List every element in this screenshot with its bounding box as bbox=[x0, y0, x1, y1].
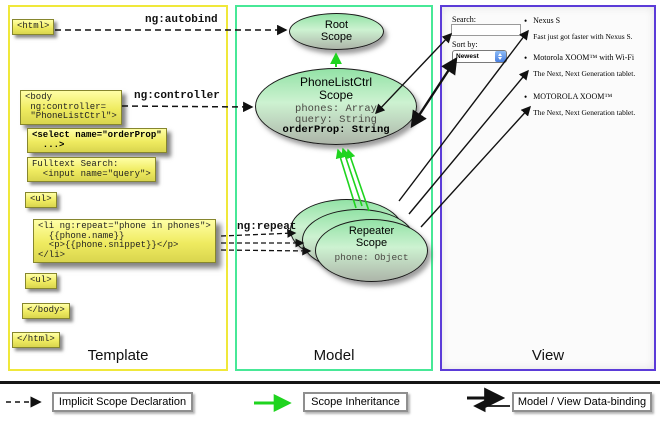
ng-controller-label: ng:controller bbox=[134, 90, 220, 102]
phone-list-item: • Motorola XOOM™ with Wi-Fi The Next, Ne… bbox=[524, 53, 652, 79]
phonelistctrl-scope-ellipse: PhoneListCtrl Scope phones: Array query:… bbox=[255, 68, 417, 145]
code-box-body-close: </body> bbox=[22, 303, 70, 319]
view-column-label: View bbox=[531, 347, 565, 364]
code-box-ul-open: <ul> bbox=[25, 192, 57, 208]
repeater-title-line1: Repeater bbox=[348, 225, 395, 237]
code-box-fulltext-search: Fulltext Search: <input name="query"> bbox=[27, 157, 156, 182]
code-box-html-close: </html> bbox=[12, 332, 60, 348]
sort-select-value: Newest bbox=[456, 53, 479, 60]
phonelist-title-line2: Scope bbox=[318, 87, 354, 102]
legend-scope-inheritance: Scope Inheritance bbox=[303, 392, 408, 412]
code-box-select: <select name="orderProp" ...> bbox=[27, 128, 167, 153]
repeater-title-line2: Scope bbox=[355, 237, 388, 249]
phonelist-prop-phones: phones: Array bbox=[295, 103, 377, 115]
phone-item-desc: Fast just got faster with Nexus S. bbox=[533, 32, 633, 41]
repeater-scope-ellipse-front: Repeater Scope phone: Object bbox=[315, 219, 428, 282]
sort-by-label: Sort by: bbox=[452, 40, 478, 49]
model-column-label: Model bbox=[313, 347, 355, 364]
phonelist-prop-orderprop: orderProp: String bbox=[282, 124, 390, 136]
phonelist-prop-query: query: String bbox=[295, 113, 377, 126]
model-column: Model bbox=[235, 5, 433, 371]
bullet-icon: • bbox=[524, 53, 528, 63]
select-stepper-icon bbox=[494, 51, 506, 62]
bullet-icon: • bbox=[524, 92, 528, 102]
search-label: Search: bbox=[452, 15, 476, 24]
phonelist-title-line1: PhoneListCtrl bbox=[299, 75, 373, 89]
phone-item-title: Motorola XOOM™ with Wi-Fi bbox=[533, 53, 635, 62]
code-box-html-open: <html> bbox=[12, 19, 55, 35]
phone-item-title: MOTOROLA XOOM™ bbox=[533, 92, 613, 101]
legend-model-view-data-binding: Model / View Data-binding bbox=[512, 392, 652, 412]
sort-select[interactable]: Newest bbox=[452, 50, 507, 63]
root-scope-ellipse: Root Scope bbox=[289, 13, 384, 50]
phone-item-title: Nexus S bbox=[533, 16, 561, 25]
phone-item-desc: The Next, Next Generation tablet. bbox=[533, 108, 636, 117]
ng-autobind-label: ng:autobind bbox=[145, 14, 218, 26]
code-box-ul-second: <ul> bbox=[25, 273, 57, 289]
phone-item-desc: The Next, Next Generation tablet. bbox=[533, 69, 636, 78]
bullet-icon: • bbox=[524, 16, 528, 26]
legend-implicit-scope-declaration: Implicit Scope Declaration bbox=[52, 392, 193, 412]
repeater-prop-phone: phone: Object bbox=[334, 252, 409, 263]
root-scope-title-line2: Scope bbox=[320, 31, 353, 43]
phone-list-item: • MOTOROLA XOOM™ The Next, Next Generati… bbox=[524, 92, 652, 118]
code-box-body-open: <body ng:controller= "PhoneListCtrl"> bbox=[20, 90, 122, 125]
search-input[interactable] bbox=[451, 24, 521, 36]
code-box-li-repeat: <li ng:repeat="phone in phones"> {{phone… bbox=[33, 219, 216, 263]
phone-list-item: • Nexus S Fast just got faster with Nexu… bbox=[524, 16, 652, 42]
legend-separator-line bbox=[0, 381, 660, 384]
ng-repeat-label: ng:repeat bbox=[237, 221, 297, 233]
template-column-label: Template bbox=[87, 347, 149, 364]
root-scope-title-line1: Root bbox=[324, 19, 349, 31]
